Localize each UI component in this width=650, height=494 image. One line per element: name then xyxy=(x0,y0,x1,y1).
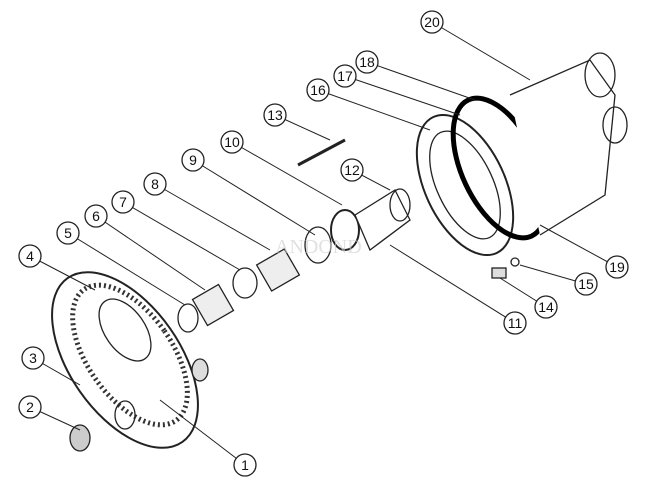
callout-18: 18 xyxy=(355,50,476,101)
callout-circle xyxy=(534,295,558,319)
callout-number: 9 xyxy=(189,152,197,168)
leader-line xyxy=(29,255,96,291)
callout-number: 20 xyxy=(424,14,440,30)
callout-number: 4 xyxy=(26,248,34,264)
leader-line xyxy=(154,183,271,251)
callout-number: 13 xyxy=(267,107,283,123)
callout-7: 7 xyxy=(111,190,241,271)
callout-15: 15 xyxy=(519,264,598,296)
callout-5: 5 xyxy=(56,221,186,306)
callout-circle xyxy=(574,272,598,296)
leader-line xyxy=(539,224,618,268)
callout-19: 19 xyxy=(539,224,629,279)
callout-12: 12 xyxy=(340,158,391,191)
leader-line xyxy=(122,201,241,271)
leader-line xyxy=(389,244,516,324)
callout-circle xyxy=(355,50,379,74)
callout-number: 16 xyxy=(310,82,326,98)
leader-line xyxy=(431,21,531,81)
callout-number: 3 xyxy=(29,350,37,366)
callout-16: 16 xyxy=(306,78,431,131)
pinion-part xyxy=(69,424,91,452)
callout-9: 9 xyxy=(181,148,316,236)
callout-number: 15 xyxy=(578,276,594,292)
callout-number: 14 xyxy=(538,299,554,315)
bevel-gear-part xyxy=(51,271,199,449)
callout-8: 8 xyxy=(143,172,271,251)
leader-line xyxy=(95,215,206,291)
callout-17: 17 xyxy=(333,64,461,116)
callout-number: 2 xyxy=(26,399,34,415)
callout-3: 3 xyxy=(21,346,81,386)
callout-2: 2 xyxy=(18,395,81,431)
callout-number: 12 xyxy=(344,162,360,178)
callout-circle xyxy=(56,221,80,245)
callout-circle xyxy=(111,190,135,214)
callout-13: 13 xyxy=(263,103,331,141)
callout-circle xyxy=(21,346,45,370)
callout-1: 1 xyxy=(159,399,257,477)
callout-circle xyxy=(503,311,527,335)
watermark: ANDOND xyxy=(275,236,362,258)
callout-14: 14 xyxy=(499,277,558,319)
callout-4: 4 xyxy=(18,244,96,291)
callout-circle xyxy=(605,255,629,279)
leader-line xyxy=(344,75,461,116)
callout-number: 17 xyxy=(337,68,353,84)
leader-line xyxy=(231,141,343,206)
callout-circle xyxy=(306,78,330,102)
callout-circle xyxy=(18,244,42,268)
callout-circle xyxy=(263,103,287,127)
callout-number: 10 xyxy=(224,134,240,150)
callout-number: 18 xyxy=(359,54,375,70)
leader-line xyxy=(366,61,476,101)
callout-circle xyxy=(181,148,205,172)
callout-circle xyxy=(143,172,167,196)
callout-circle xyxy=(333,64,357,88)
callout-10: 10 xyxy=(220,130,343,206)
callout-circle xyxy=(340,158,364,182)
callout-6: 6 xyxy=(84,204,206,291)
callout-circle xyxy=(420,10,444,34)
nut-part xyxy=(191,358,209,382)
callout-number: 5 xyxy=(64,225,72,241)
callout-number: 7 xyxy=(119,194,127,210)
callout-circle xyxy=(220,130,244,154)
callout-number: 6 xyxy=(92,208,100,224)
callout-11: 11 xyxy=(389,244,527,335)
callout-circle xyxy=(84,204,108,228)
callout-number: 1 xyxy=(241,457,249,473)
leader-line xyxy=(317,89,431,131)
callout-circle xyxy=(233,453,257,477)
leader-line xyxy=(159,399,246,466)
leader-line xyxy=(67,232,186,306)
leader-line xyxy=(192,159,316,236)
callout-number: 8 xyxy=(151,176,159,192)
callout-circle xyxy=(18,395,42,419)
callout-number: 11 xyxy=(508,315,523,331)
callout-20: 20 xyxy=(420,10,531,81)
callout-number: 19 xyxy=(609,259,625,275)
